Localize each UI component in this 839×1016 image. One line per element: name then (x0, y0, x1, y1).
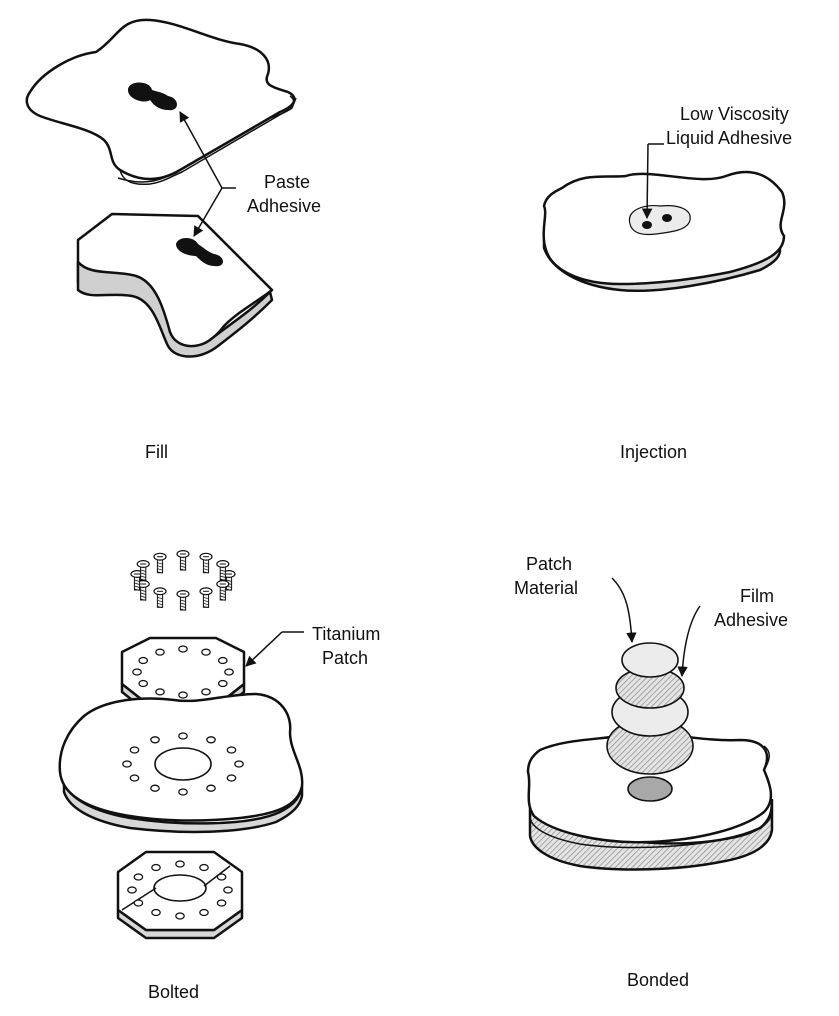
doubler-bolt-hole (133, 899, 144, 907)
patch-bolt-hole (201, 648, 211, 656)
patch-bolt-hole (138, 679, 149, 688)
film-adhesive-callout: Film Adhesive (677, 586, 788, 678)
skin-bolt-hole (150, 736, 160, 744)
injection-hole-right (662, 214, 672, 222)
doubler-bolt-hole (216, 873, 227, 881)
doubler-bolt-hole (127, 886, 137, 894)
caption-fill: Fill (145, 442, 168, 462)
patch-hole-ring (132, 645, 234, 699)
label-liquid-adhesive: Liquid Adhesive (666, 128, 792, 148)
bolt (216, 579, 230, 601)
doubler-bolt-hole (133, 873, 144, 881)
paste-adhesive-callout: Paste Adhesive (179, 111, 321, 237)
skin-bolt-hole (226, 746, 237, 754)
label-patch: Patch (526, 554, 572, 574)
bolt (199, 552, 213, 574)
fill-damaged-base (76, 212, 274, 358)
bolt-set (130, 549, 236, 611)
skin-bolt-hole (150, 784, 160, 792)
doubler-bolt-hole (175, 860, 185, 868)
doubler-bolt-hole (223, 886, 233, 894)
label-titanium: Titanium (312, 624, 380, 644)
bolt (199, 587, 213, 609)
patch-bolt-hole (155, 648, 165, 656)
label-film: Film (740, 586, 774, 606)
skin-bolt-hole (206, 784, 216, 792)
paste-adhesive-blob-top (128, 82, 177, 111)
bolt (176, 549, 190, 571)
patch-material-callout: Patch Material (514, 554, 637, 644)
patch-bolt-hole (178, 645, 188, 653)
patch-bolt-hole (217, 679, 228, 688)
bolted-damage-hole (154, 747, 212, 781)
patch-bolt-hole (224, 668, 234, 676)
skin-bolt-hole (178, 732, 188, 740)
label-paste: Paste (264, 172, 310, 192)
injection-panel: Low Viscosity Liquid Adhesive Injection (542, 104, 792, 462)
skin-bolt-hole (129, 746, 140, 754)
bolt (130, 569, 144, 591)
bolted-panel: Titanium Patch Bolted (58, 549, 380, 1002)
label-low-viscosity: Low Viscosity (680, 104, 789, 124)
doubler-bolt-hole (199, 863, 209, 872)
skin-bolt-hole (226, 774, 237, 782)
injection-hole-left (642, 221, 652, 229)
skin-bolt-hole (234, 760, 244, 768)
patch-bolt-hole (132, 668, 142, 676)
label-titanium-patch: Patch (322, 648, 368, 668)
skin-bolt-hole (178, 788, 188, 796)
skin-bolt-hole (122, 760, 132, 768)
patch-bolt-hole (138, 656, 149, 665)
doubler-bolt-hole (151, 863, 161, 872)
bolt (136, 559, 150, 581)
low-viscosity-callout: Low Viscosity Liquid Adhesive (641, 104, 792, 220)
paste-adhesive-blob-base (176, 238, 223, 267)
bonded-damage-hole (627, 776, 673, 802)
bolt (176, 589, 190, 611)
doubler-bolt-hole (216, 899, 227, 907)
bolted-skin-panel (58, 692, 304, 834)
skin-bolt-hole (206, 736, 216, 744)
bolt (216, 559, 230, 581)
doubler-plate (116, 850, 244, 940)
caption-bonded: Bonded (627, 970, 689, 990)
patch-material-small (621, 642, 679, 678)
skin-bolt-hole (129, 774, 140, 782)
bolt (153, 587, 167, 609)
fill-panel: Paste Adhesive Fill (25, 18, 321, 462)
bonded-panel: Patch Material Film Adhesive Bonded (514, 554, 788, 990)
doubler-bolt-hole (151, 908, 161, 917)
label-paste-adhesive: Adhesive (247, 196, 321, 216)
doubler-bolt-hole (199, 908, 209, 917)
skin-hole-ring (122, 732, 244, 796)
titanium-patch-callout: Titanium Patch (245, 624, 380, 668)
patch-bolt-hole (155, 688, 165, 696)
patch-bolt-hole (178, 691, 188, 699)
fill-top-plate (25, 18, 297, 186)
patch-bolt-hole (201, 688, 211, 696)
label-film-adhesive: Adhesive (714, 610, 788, 630)
label-patch-material: Material (514, 578, 578, 598)
doubler-hole-ring (127, 860, 233, 920)
patch-bolt-hole (217, 656, 228, 665)
caption-injection: Injection (620, 442, 687, 462)
bolt (153, 552, 167, 574)
caption-bolted: Bolted (148, 982, 199, 1002)
doubler-bolt-hole (175, 912, 185, 920)
